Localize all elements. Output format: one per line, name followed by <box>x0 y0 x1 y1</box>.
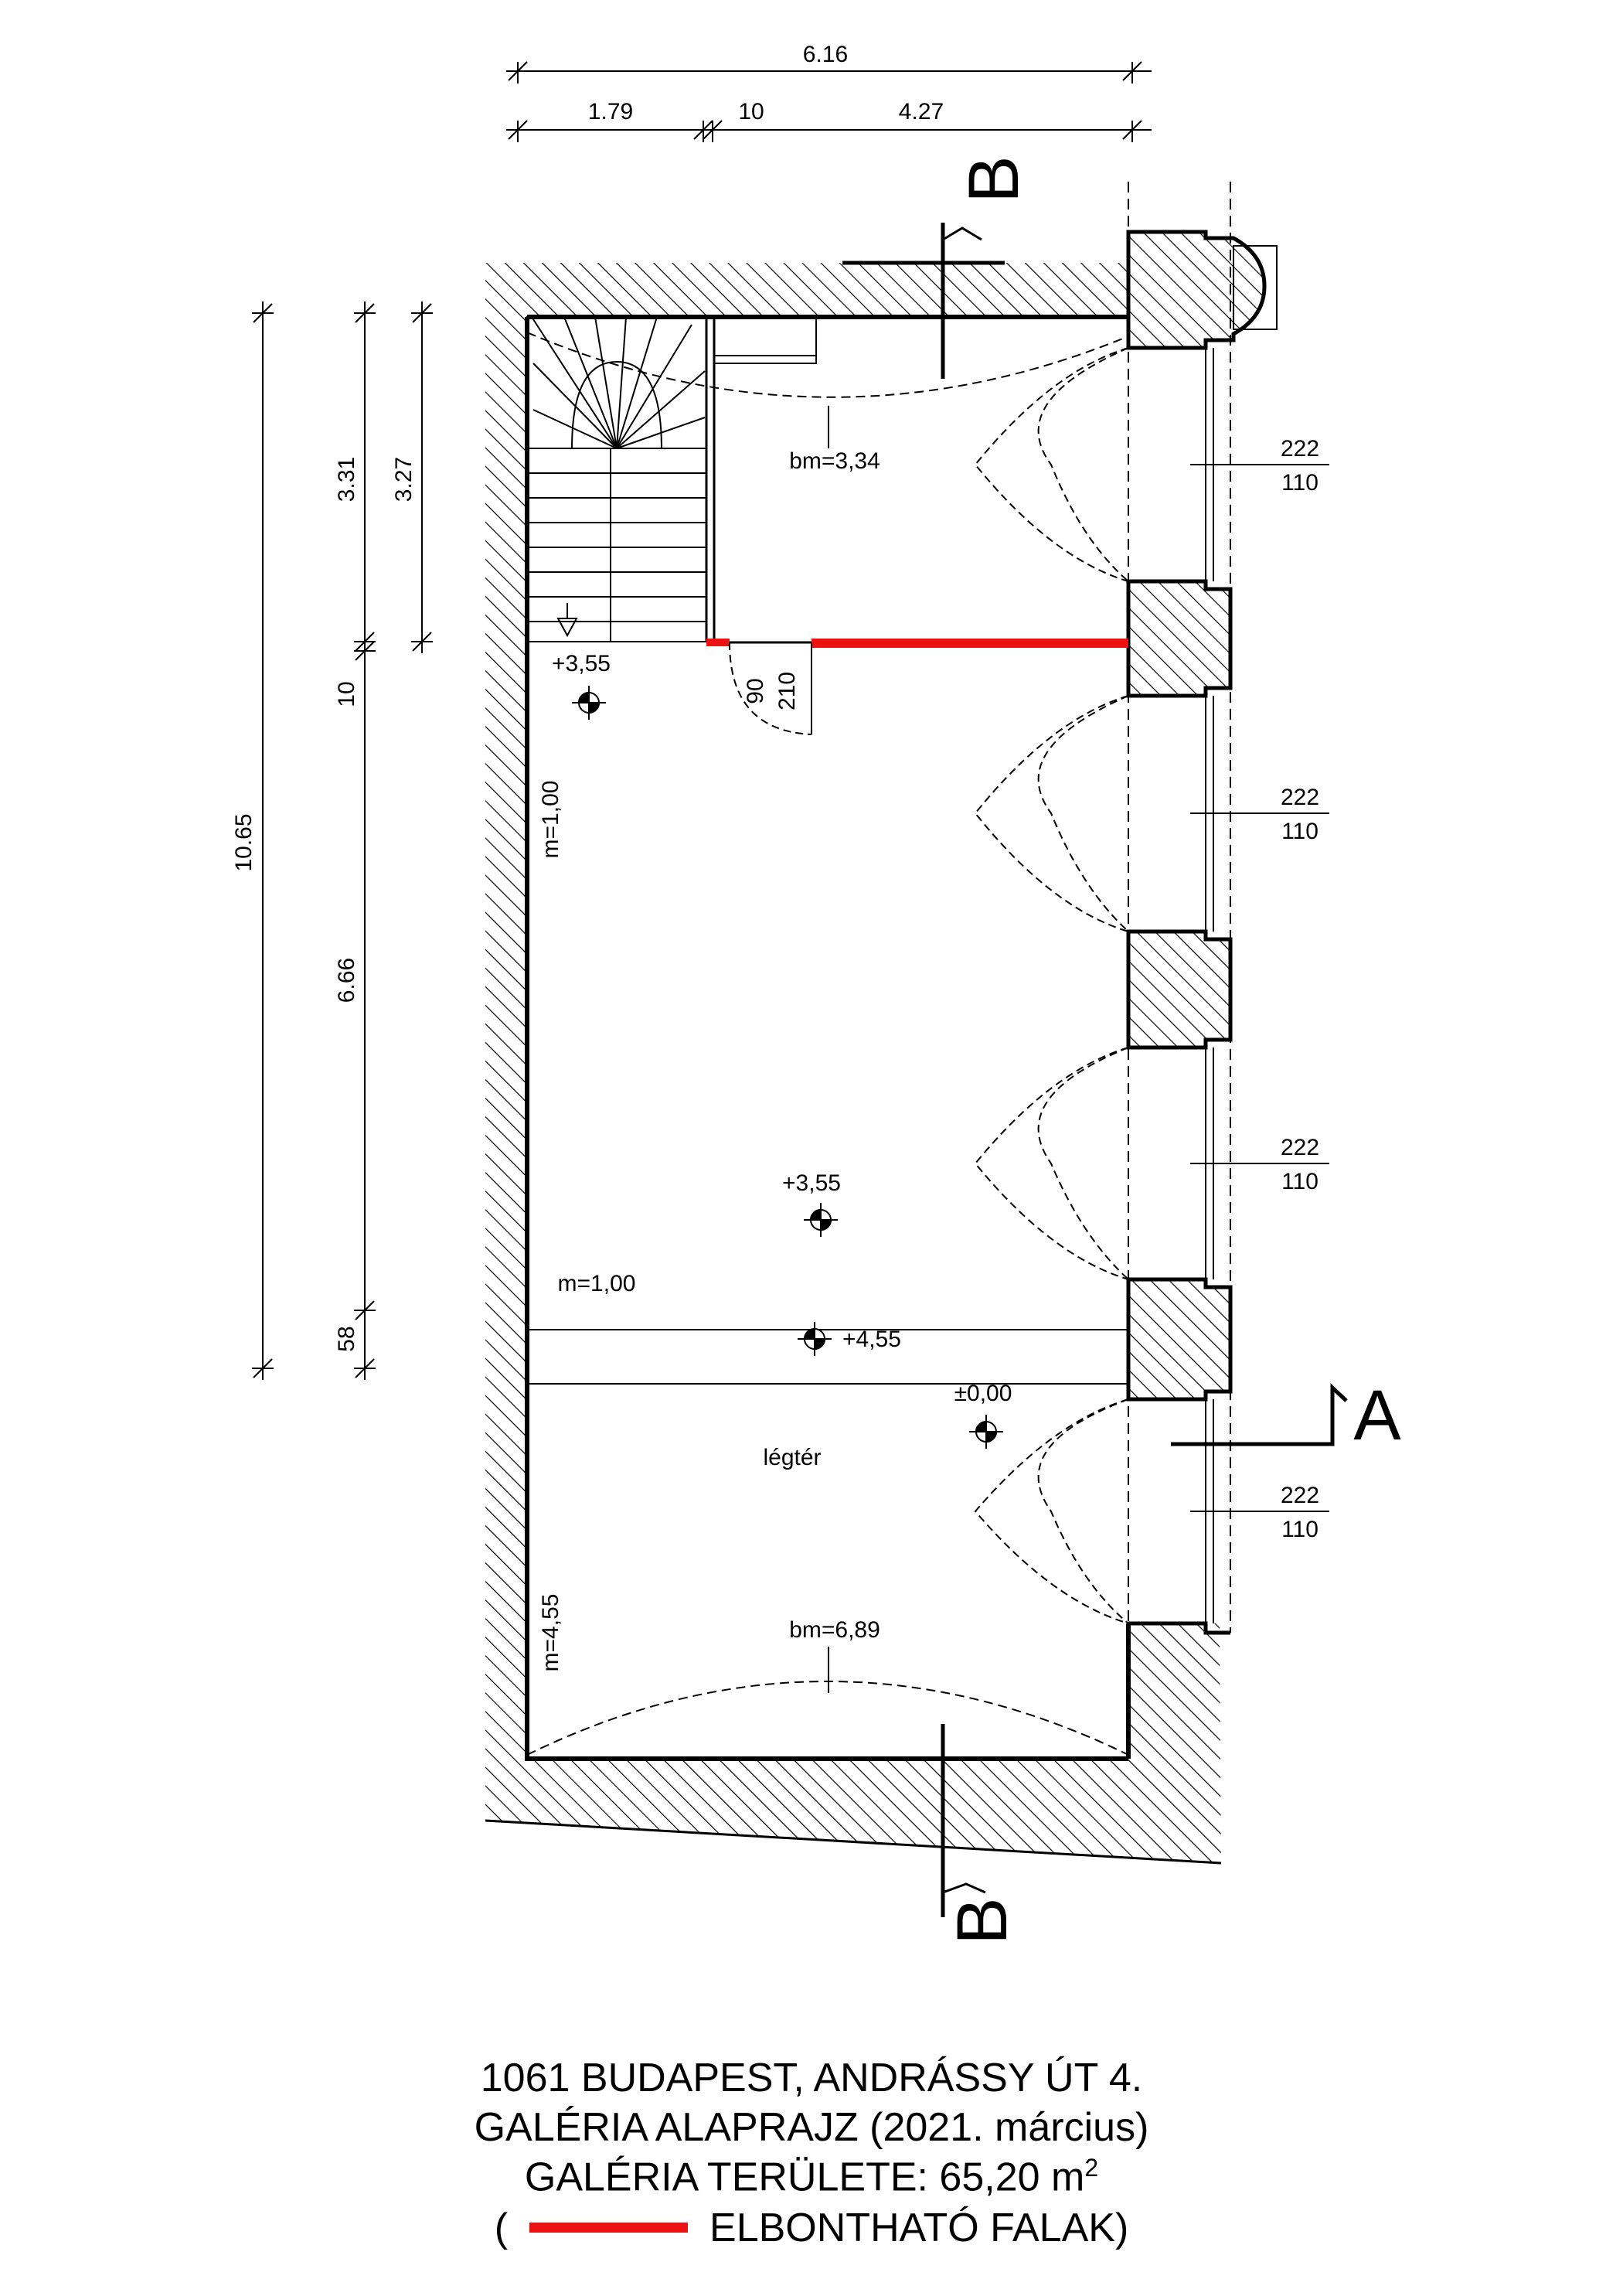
dim-v-low: 58 <box>334 1326 359 1351</box>
pier-3 <box>1126 1277 1233 1402</box>
dim-v-upper-inner: 3.27 <box>391 457 417 502</box>
dim-v-upper: 3.31 <box>334 457 359 502</box>
level-center-label: +3,55 <box>782 1170 841 1196</box>
m-lower-label: m=4,55 <box>538 1594 563 1672</box>
level-marker-beam <box>798 1322 832 1356</box>
level-markers <box>572 686 1003 1449</box>
demolish-wall-short <box>706 639 730 646</box>
door-width: 90 <box>743 678 768 703</box>
level-marker-stair <box>572 686 606 720</box>
caption-address: 1061 BUDAPEST, ANDRÁSSY ÚT 4. <box>480 2056 1143 2100</box>
dimension-lines <box>252 61 1152 1380</box>
legend-open: ( <box>494 2206 509 2250</box>
pier-2 <box>1126 929 1233 1050</box>
demolishable-walls <box>706 639 1128 648</box>
dim-seg-wall: 10 <box>738 99 764 124</box>
window-4-height: 222 <box>1281 1483 1319 1508</box>
door <box>729 641 812 735</box>
bm-bottom-label: bm=6,89 <box>789 1617 880 1643</box>
dim-seg-left: 1.79 <box>588 99 633 124</box>
window-3-sill: 110 <box>1281 1169 1318 1194</box>
demolish-wall-long <box>812 639 1128 648</box>
section-b-top-label: B <box>954 155 1033 203</box>
section-a-label: A <box>1353 1376 1401 1455</box>
dim-seg-right: 4.27 <box>899 99 944 124</box>
staircase <box>526 316 817 642</box>
level-marker-center <box>804 1203 838 1237</box>
bm-top-label: bm=3,34 <box>789 448 880 474</box>
level-marker-ground <box>969 1415 1003 1449</box>
section-b-bottom-label: B <box>943 1897 1022 1944</box>
caption-area: GALÉRIA TERÜLETE: 65,20 m2 <box>0 2154 1623 2200</box>
dim-total-height: 10.65 <box>231 813 257 871</box>
window-2-height: 222 <box>1281 785 1319 810</box>
legend-text: ELBONTHATÓ FALAK) <box>709 2206 1129 2250</box>
outer-wall <box>485 263 1221 1863</box>
window-4-sill: 110 <box>1281 1517 1318 1542</box>
level-beam-label: +4,55 <box>842 1327 901 1352</box>
section-lines <box>842 223 1348 1917</box>
level-stair-label: +3,55 <box>552 651 611 676</box>
door-height: 210 <box>774 672 800 710</box>
dim-v-wall: 10 <box>334 681 359 707</box>
legend: ( ELBONTHATÓ FALAK) <box>0 2205 1623 2251</box>
legend-red-swatch <box>529 2222 689 2233</box>
level-ground-label: ±0,00 <box>954 1381 1012 1406</box>
window-2-sill: 110 <box>1281 819 1318 844</box>
m-upper-label: m=1,00 <box>538 781 563 859</box>
void-label: légtér <box>763 1445 821 1470</box>
window-3-height: 222 <box>1281 1135 1319 1160</box>
m-beam-label: m=1,00 <box>558 1271 636 1296</box>
caption-area-sup: 2 <box>1084 2154 1099 2182</box>
vault-lines <box>526 332 1129 1756</box>
pier-1 <box>1126 579 1233 698</box>
walls <box>485 182 1278 1865</box>
window-1-height: 222 <box>1281 436 1319 462</box>
pier-top <box>1126 230 1278 350</box>
caption-title: GALÉRIA ALAPRAJZ (2021. március) <box>474 2105 1149 2150</box>
pier-bottom <box>1128 1621 1230 1635</box>
dim-v-mid: 6.66 <box>334 958 359 1003</box>
window-1-sill: 110 <box>1281 470 1318 496</box>
caption-area-text: GALÉRIA TERÜLETE: 65,20 m <box>524 2155 1085 2200</box>
window-labels <box>1190 464 1329 1512</box>
dim-total-width: 6.16 <box>803 42 848 67</box>
